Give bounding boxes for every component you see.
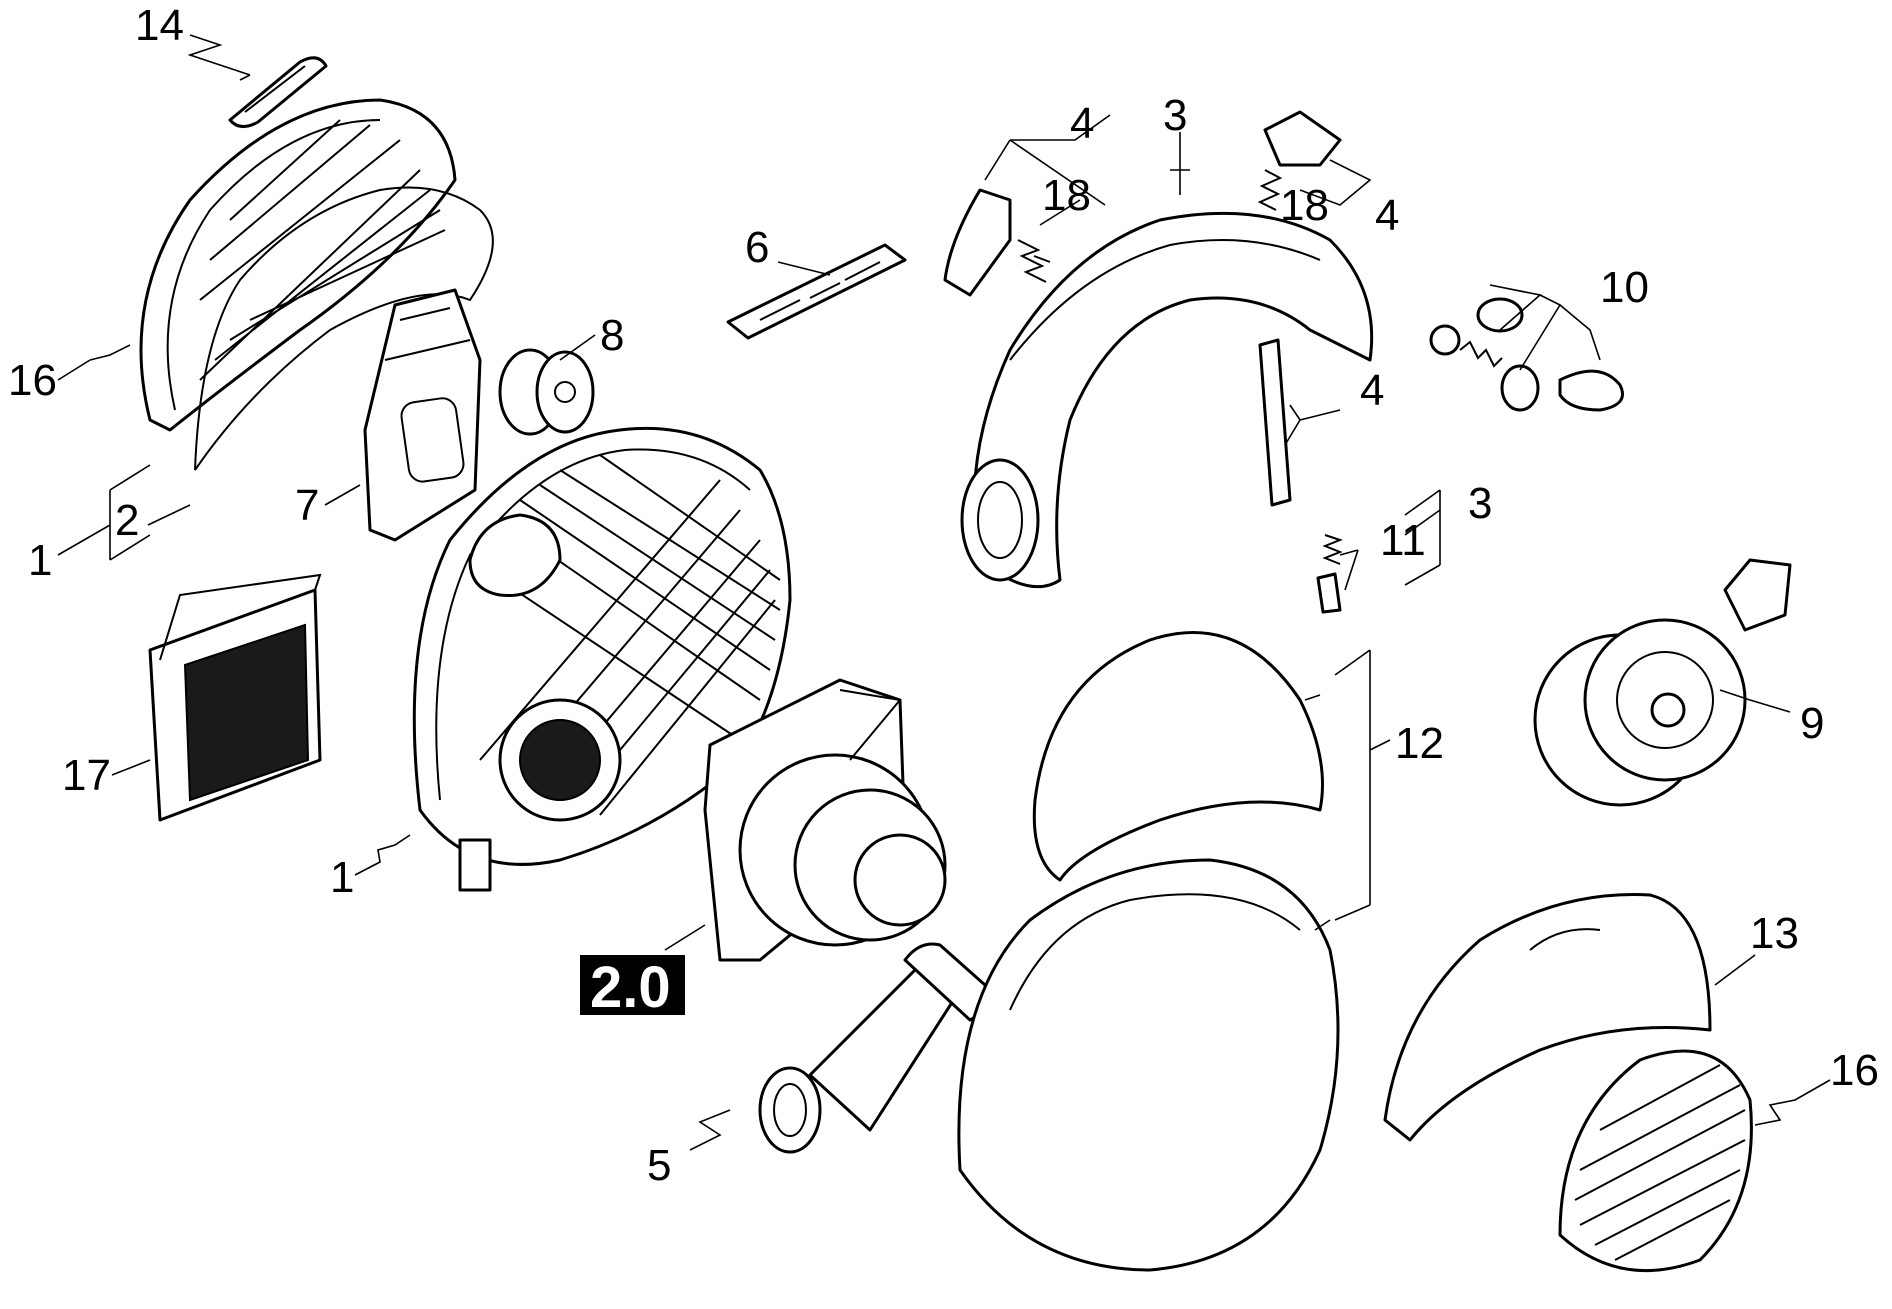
callout-3-right: 3 bbox=[1468, 479, 1492, 528]
callout-13: 13 bbox=[1750, 909, 1799, 958]
callout-18-right: 18 bbox=[1280, 181, 1329, 230]
callout-10: 10 bbox=[1600, 263, 1649, 312]
part-2-flap bbox=[194, 186, 494, 471]
part-6-circuit-board bbox=[726, 243, 907, 340]
callout-8: 8 bbox=[600, 311, 624, 360]
callout-6: 6 bbox=[745, 223, 769, 272]
section-badge: 2.0 bbox=[580, 955, 685, 1020]
callout-1-bottom: 1 bbox=[330, 853, 354, 902]
callout-18-left: 18 bbox=[1042, 171, 1091, 220]
callout-16-top: 16 bbox=[8, 356, 57, 405]
callout-12: 12 bbox=[1395, 719, 1444, 768]
callout-14: 14 bbox=[135, 1, 184, 50]
callout-labels: 14 16 1 2 7 17 1 6 8 4 18 3 18 4 10 4 11… bbox=[8, 1, 1879, 1190]
callout-2: 2 bbox=[115, 496, 139, 545]
callout-4-top-left: 4 bbox=[1070, 99, 1094, 148]
part-12-base-upper bbox=[1032, 631, 1324, 882]
callout-17: 17 bbox=[62, 751, 111, 800]
part-9-cable-reel bbox=[1533, 558, 1792, 807]
part-4-button-right bbox=[1263, 110, 1342, 167]
callout-3-top: 3 bbox=[1163, 91, 1187, 140]
part-2-0-motor-unit bbox=[703, 678, 947, 962]
section-badge-label: 2.0 bbox=[590, 955, 671, 1020]
part-3-top-housing bbox=[960, 211, 1374, 589]
part-4-button-left bbox=[943, 188, 1012, 297]
part-16-grille-bottom bbox=[1558, 1049, 1753, 1273]
callout-4-top-right: 4 bbox=[1375, 191, 1399, 240]
part-10-valve-assembly bbox=[1429, 297, 1624, 412]
part-12-base-lower bbox=[957, 858, 1340, 1272]
part-18-spring-right bbox=[1257, 169, 1283, 211]
callout-4-rod: 4 bbox=[1360, 366, 1384, 415]
part-16-grille-top bbox=[139, 98, 457, 432]
part-17-filter bbox=[148, 573, 322, 822]
callout-5: 5 bbox=[647, 1141, 671, 1190]
part-7-bag-holder bbox=[363, 288, 482, 542]
part-1-motor-housing bbox=[412, 426, 792, 892]
part-18-spring-left bbox=[1017, 239, 1051, 283]
callout-11: 11 bbox=[1380, 516, 1426, 565]
callout-16-bottom: 16 bbox=[1830, 1046, 1879, 1095]
part-4-latch-rod bbox=[1258, 338, 1292, 507]
part-13-cover bbox=[1383, 893, 1712, 1142]
leader-lines bbox=[57, 34, 1831, 1151]
part-8-wheel bbox=[498, 348, 595, 436]
callout-1-top: 1 bbox=[28, 536, 52, 585]
part-14-clip bbox=[228, 56, 328, 128]
callout-7: 7 bbox=[295, 481, 319, 530]
callout-9: 9 bbox=[1800, 699, 1824, 748]
part-5-duct bbox=[758, 942, 988, 1154]
part-11-spring-clip bbox=[1316, 534, 1343, 614]
